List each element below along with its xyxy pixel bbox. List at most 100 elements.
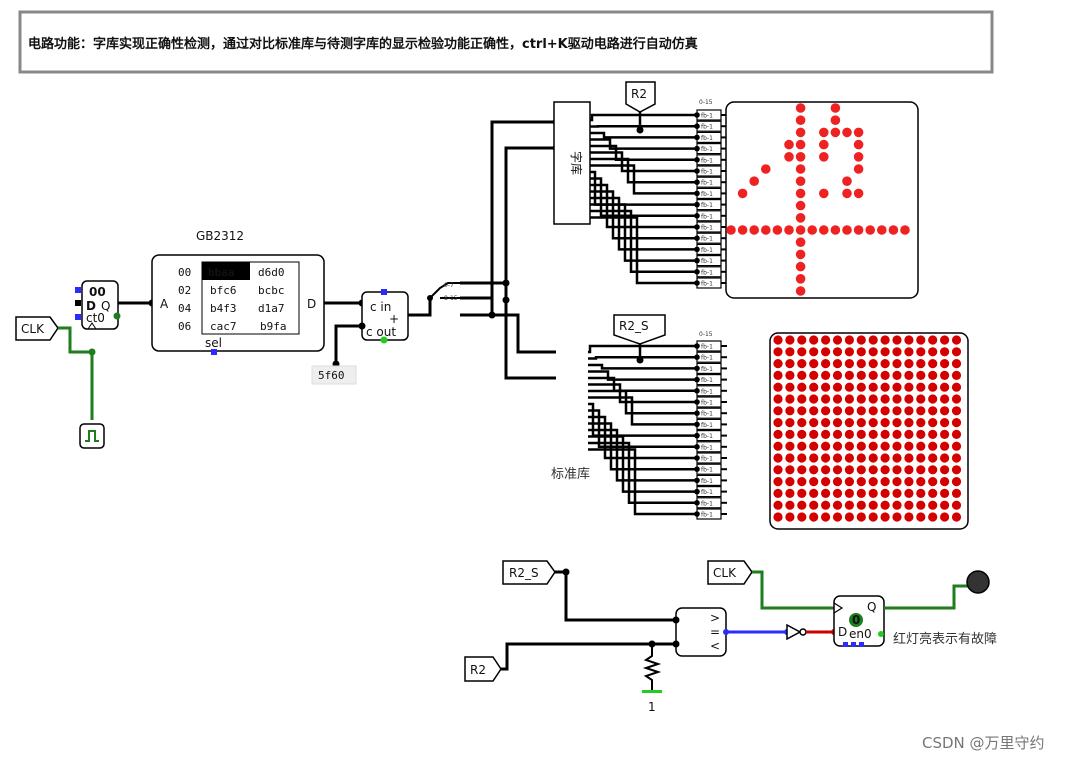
bit-pin[interactable]: fb-1 (694, 143, 727, 155)
led-std (785, 488, 795, 498)
r2s-tunnel[interactable]: R2_S (613, 314, 666, 345)
bit-pin[interactable]: fb-1 (694, 396, 727, 408)
led-std (868, 382, 878, 392)
clk-tunnel[interactable]: CLK (15, 316, 59, 341)
led-std (821, 406, 831, 416)
led-std (940, 465, 950, 475)
bit-pin-label: fb-1 (701, 113, 713, 120)
bit-pin-label: fb-1 (701, 444, 713, 451)
led-std (773, 429, 783, 439)
led-on (795, 103, 806, 113)
bit-pin[interactable]: fb-1 (694, 277, 727, 289)
bit-pin-label: fb-1 (701, 146, 713, 153)
led-std (821, 512, 831, 522)
led-std (844, 370, 855, 380)
bit-pin[interactable]: fb-1 (694, 351, 727, 363)
bit-pin[interactable]: fb-1 (694, 497, 727, 509)
led-on (749, 225, 759, 235)
led-std (809, 394, 819, 404)
led-std (868, 394, 878, 404)
led-std (832, 488, 843, 498)
d-flipflop[interactable]: 0 Q D en0 (833, 595, 885, 647)
bit-pin-label: fb-1 (701, 124, 713, 131)
led-std (809, 500, 819, 510)
led-std (856, 406, 866, 416)
bit-pin[interactable]: fb-1 (694, 486, 727, 498)
bit-pin[interactable]: fb-1 (694, 385, 727, 397)
bit-pin[interactable]: fb-1 (694, 165, 727, 177)
bit-pin-label: fb-1 (701, 433, 713, 440)
led-std (809, 370, 819, 380)
led-std (868, 512, 878, 522)
bit-pin[interactable]: fb-1 (694, 508, 727, 520)
clk2-tunnel[interactable]: CLK (707, 560, 753, 585)
clock-source[interactable] (79, 423, 105, 449)
standard-lib-label: 标准库 (551, 466, 590, 482)
bit-pin[interactable]: fb-1 (694, 199, 727, 211)
bit-pin[interactable]: fb-1 (694, 418, 727, 430)
led-std (951, 453, 962, 463)
led-std (856, 394, 866, 404)
led-std (832, 382, 843, 392)
bit-pin[interactable]: fb-1 (694, 362, 727, 374)
bit-pin[interactable]: fb-1 (694, 430, 727, 442)
led-std (809, 359, 819, 369)
bit-pin[interactable]: fb-1 (694, 221, 727, 233)
led-std (868, 500, 878, 510)
bit-pin[interactable]: fb-1 (694, 120, 727, 132)
bit-pin[interactable]: fb-1 (694, 210, 727, 222)
led-std (844, 429, 855, 439)
led-std (951, 477, 962, 487)
led-std (797, 394, 807, 404)
bit-pin[interactable]: fb-1 (694, 131, 727, 143)
led-on (853, 164, 864, 174)
fault-led (966, 570, 990, 594)
comparator[interactable]: > = < (672, 607, 730, 657)
led-std (856, 500, 866, 510)
led-std (821, 370, 831, 380)
bit-pin[interactable]: fb-1 (694, 232, 727, 244)
bit-pin[interactable]: fb-1 (694, 255, 727, 267)
bit-pin[interactable]: fb-1 (694, 374, 727, 386)
led-std (809, 441, 819, 451)
led-std (844, 394, 855, 404)
ground-value: 1 (648, 700, 656, 714)
led-on (807, 225, 817, 235)
constant-5f60[interactable]: 5f60 (311, 365, 357, 385)
adder-block[interactable]: c in c out + (361, 289, 409, 344)
bit-pin[interactable]: fb-1 (694, 463, 727, 475)
bit-pin[interactable]: fb-1 (694, 266, 727, 278)
r2-tunnel[interactable]: R2 (625, 81, 656, 113)
bit-pin[interactable]: fb-1 (694, 474, 727, 486)
bit-pin[interactable]: fb-1 (694, 452, 727, 464)
r2-bottom-tunnel[interactable]: R2 (464, 656, 502, 682)
led-std (809, 335, 819, 345)
led-on (877, 225, 887, 235)
led-std (940, 370, 950, 380)
bit-pin[interactable]: fb-1 (694, 340, 727, 352)
led-on (761, 225, 771, 235)
led-std (940, 453, 950, 463)
bit-pin[interactable]: fb-1 (694, 187, 727, 199)
rom-block[interactable]: A D · 00 02 04 06 bbaa d6d0 bfc6 bcbc b4… (151, 254, 325, 355)
bit-pin[interactable]: fb-1 (694, 176, 727, 188)
led-std (809, 418, 819, 428)
led-std (951, 394, 962, 404)
led-std (892, 453, 902, 463)
led-std (856, 382, 866, 392)
bit-pin[interactable]: fb-1 (694, 243, 727, 255)
bit-pin[interactable]: fb-1 (694, 407, 727, 419)
r2s-tunnel-label: R2_S (619, 319, 649, 333)
led-on (853, 225, 864, 235)
led-std (821, 488, 831, 498)
r2s-bottom-tunnel[interactable]: R2_S (502, 560, 556, 585)
not-gate[interactable] (786, 623, 807, 641)
bit-pin[interactable]: fb-1 (694, 441, 727, 453)
bit-pin-label: fb-1 (701, 411, 713, 418)
font-rom-splitter[interactable]: 字库 (553, 101, 591, 225)
led-on (888, 225, 899, 235)
bit-pin[interactable]: fb-1 (694, 109, 727, 121)
bit-pin[interactable]: fb-1 (694, 154, 727, 166)
counter-register[interactable]: 00 D Q ct0 (75, 280, 121, 330)
